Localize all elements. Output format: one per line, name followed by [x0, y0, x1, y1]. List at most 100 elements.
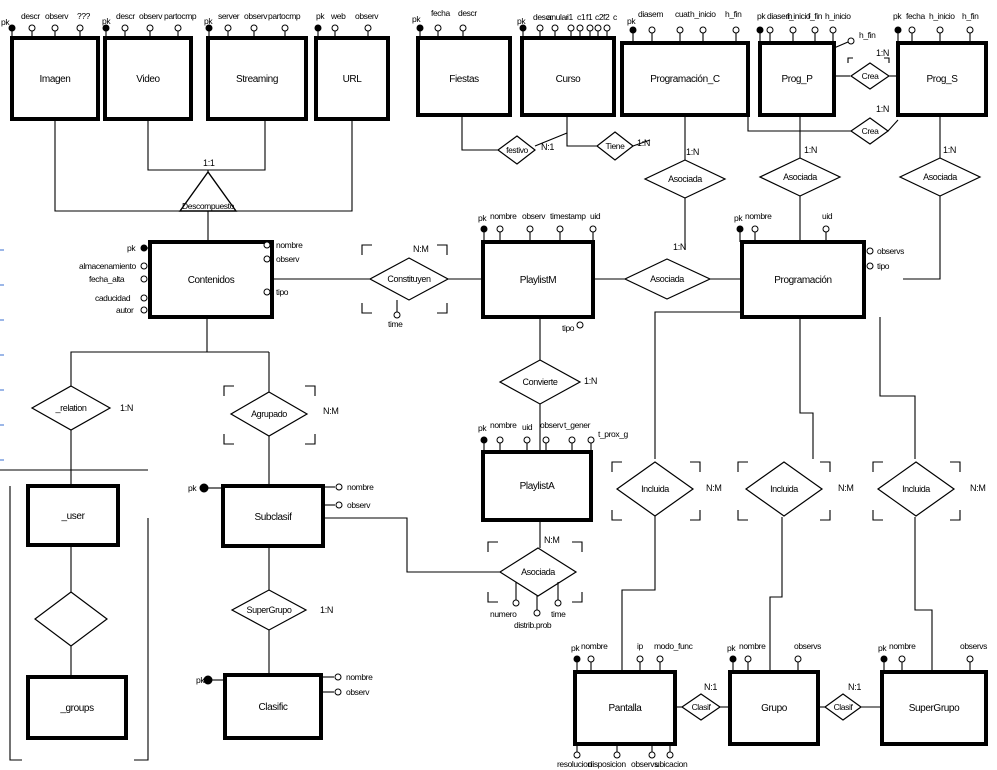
svg-text:fecha: fecha — [906, 11, 925, 21]
svg-text:f2: f2 — [603, 12, 610, 22]
svg-text:N:1: N:1 — [541, 142, 554, 152]
relationship-incluida-3: Incluida — [876, 461, 956, 517]
svg-text:observs: observs — [877, 246, 904, 256]
attributes-asociada-a: numero distrib.prob time — [490, 582, 567, 630]
attributes-clasific: pk nombre observ — [196, 672, 373, 697]
svg-text:h_fin: h_fin — [962, 11, 979, 21]
svg-text:1:1: 1:1 — [203, 158, 215, 168]
svg-text:Prog_P: Prog_P — [782, 74, 814, 85]
svg-text:observ: observ — [139, 11, 163, 21]
svg-text:pk: pk — [627, 16, 636, 26]
attributes-supergrupo: pk nombre observs — [878, 641, 988, 672]
svg-text:pk: pk — [412, 14, 421, 24]
svg-text:Pantalla: Pantalla — [609, 703, 643, 714]
relationship-asociada-s: Asociada — [898, 157, 982, 197]
relationship-clasif-1: Clasif — [680, 693, 722, 721]
attributes-contenidos-left: pk almacenamiento fecha_alta caducidad a… — [79, 243, 150, 315]
svg-text:Incluida: Incluida — [770, 484, 798, 494]
svg-text:1:N: 1:N — [673, 242, 686, 252]
attributes-video: pk descr observ partocmp — [102, 11, 197, 38]
svg-text:descr: descr — [458, 8, 477, 18]
entity-streaming: Streaming — [206, 36, 308, 121]
svg-text:pk: pk — [188, 483, 197, 493]
svg-text:diasem: diasem — [638, 9, 663, 19]
svg-text:observ: observ — [244, 11, 268, 21]
svg-text:Subclasif: Subclasif — [255, 512, 293, 523]
relationship-crea-s: Crea — [849, 117, 890, 145]
svg-text:observ: observ — [355, 11, 379, 21]
svg-text:descr: descr — [533, 12, 552, 22]
svg-text:timestamp: timestamp — [550, 211, 586, 221]
svg-text:Asociada: Asociada — [923, 172, 957, 182]
svg-text:N:M: N:M — [413, 244, 429, 254]
svg-text:h_inicio: h_inicio — [690, 9, 716, 19]
attributes-fiestas: pk fecha descr — [412, 8, 478, 38]
attributes-contenidos-right: nombre observ tipo — [263, 240, 303, 297]
entity-prog-p: Prog_P — [758, 41, 836, 117]
svg-text:fecha_alta: fecha_alta — [89, 274, 125, 284]
svg-text:N:M: N:M — [838, 483, 854, 493]
svg-text:N:1: N:1 — [704, 682, 717, 692]
svg-text:Fiestas: Fiestas — [449, 74, 479, 85]
svg-text:pk: pk — [316, 11, 325, 21]
svg-text:SuperGrupo: SuperGrupo — [909, 703, 960, 714]
svg-text:SuperGrupo: SuperGrupo — [246, 605, 291, 615]
relationship-convierte: Convierte — [498, 359, 582, 405]
entity-contenidos: Contenidos — [148, 240, 274, 319]
svg-text:Clasif: Clasif — [834, 702, 854, 712]
svg-text:descr: descr — [116, 11, 135, 21]
svg-text:server: server — [218, 11, 240, 21]
svg-text:1:N: 1:N — [584, 376, 597, 386]
attributes-constituyen: time — [388, 300, 404, 329]
entity-clasific: Clasific — [223, 673, 323, 740]
svg-text:Asociada: Asociada — [783, 172, 817, 182]
attributes-prog-s: pk fecha h_inicio h_fin — [893, 11, 980, 43]
svg-text:nombre: nombre — [490, 211, 517, 221]
svg-text:pk: pk — [757, 11, 766, 21]
svg-text:partocmp: partocmp — [164, 11, 197, 21]
attributes-url: pk web observ — [314, 11, 380, 38]
svg-text:Incluida: Incluida — [902, 484, 930, 494]
svg-text:Crea: Crea — [862, 126, 879, 136]
svg-text:_user: _user — [60, 511, 85, 522]
svg-text:pk: pk — [893, 11, 902, 21]
svg-text:nombre: nombre — [889, 641, 916, 651]
svg-text:ip: ip — [637, 641, 643, 651]
relationship-descompuesto: Descompuesto — [178, 170, 238, 212]
attributes-subclasif: pk nombre observ — [188, 482, 374, 510]
svg-text:_relation: _relation — [55, 403, 87, 413]
svg-text:observs: observs — [794, 641, 821, 651]
svg-text:1:N: 1:N — [943, 145, 956, 155]
entity-url: URL — [314, 36, 390, 121]
svg-text:N:1: N:1 — [848, 682, 861, 692]
entity-subclasif: Subclasif — [221, 484, 325, 548]
svg-text:nombre: nombre — [346, 672, 373, 682]
entity-pantalla: Pantalla — [573, 670, 677, 746]
svg-text:observs: observs — [631, 759, 658, 769]
svg-text:nombre: nombre — [276, 240, 303, 250]
svg-text:observ: observ — [522, 211, 546, 221]
svg-text:fecha: fecha — [431, 8, 450, 18]
svg-text:Asociada: Asociada — [521, 567, 555, 577]
entity-groups: _groups — [26, 675, 128, 740]
svg-text:pk: pk — [517, 16, 526, 26]
svg-text:modo_func: modo_func — [654, 641, 694, 651]
attributes-playlist-m: pk nombre observ timestamp uid tipo — [478, 211, 601, 333]
svg-text:observs: observs — [960, 641, 987, 651]
attributes-programacion-c: pk diasem cuat h_inicio h_fin — [627, 9, 743, 43]
svg-text:disposicion: disposicion — [588, 759, 626, 769]
svg-text:h_inicio: h_inicio — [929, 11, 955, 21]
svg-text:_groups: _groups — [59, 703, 94, 714]
svg-text:h_fin: h_fin — [725, 9, 742, 19]
svg-text:pk: pk — [1, 17, 10, 27]
attributes-imagen: pk descr observ ??? — [1, 11, 91, 38]
svg-text:numero: numero — [490, 609, 517, 619]
svg-text:pk: pk — [878, 643, 887, 653]
svg-text:1:N: 1:N — [686, 147, 699, 157]
svg-text:observ: observ — [347, 500, 371, 510]
svg-text:Incluida: Incluida — [641, 484, 669, 494]
association-brackets — [223, 57, 961, 603]
svg-text:Convierte: Convierte — [523, 377, 558, 387]
entity-curso: Curso — [520, 36, 616, 117]
svg-text:pk: pk — [734, 213, 743, 223]
